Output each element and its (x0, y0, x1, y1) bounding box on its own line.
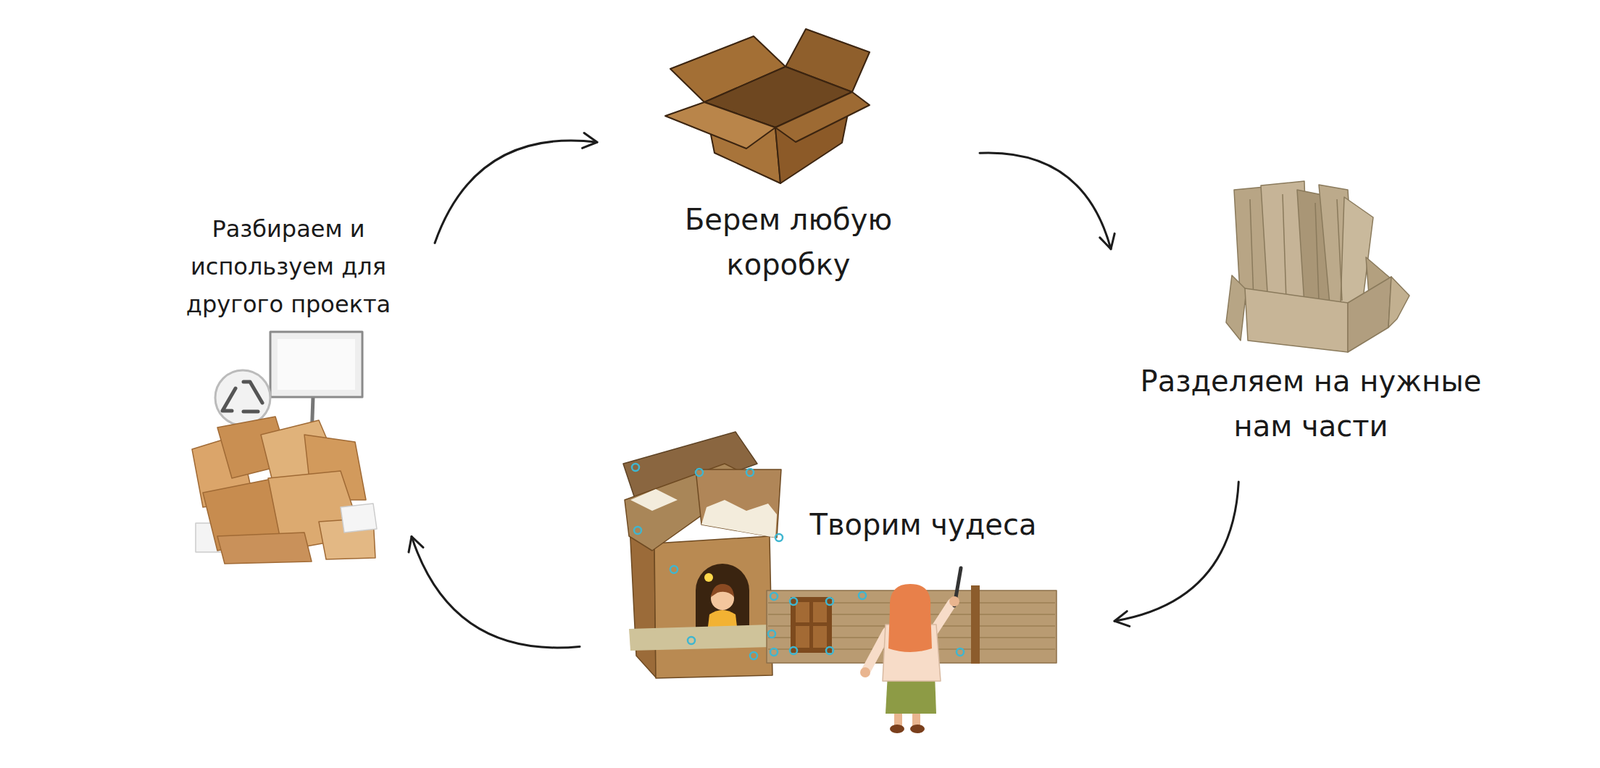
arrow-head (408, 536, 424, 553)
stage-label: Творим чудеса (771, 505, 1076, 544)
cycle-arrow (1114, 481, 1239, 627)
stage-node: Разделяем на нужные нам части (1119, 181, 1504, 453)
arrow-curve (1114, 481, 1239, 622)
arrow-head (1100, 233, 1115, 249)
cycle-arrow (408, 536, 580, 648)
stage-label: Берем любую коробку (665, 197, 912, 287)
arrow-curve (434, 140, 598, 243)
arrow-curve (411, 536, 580, 648)
stage-label: Разделяем на нужные нам части (1122, 358, 1500, 449)
arrow-curve (979, 152, 1111, 250)
cycle-arrow (979, 152, 1115, 250)
stage-label: Разбираем и используем для другого проек… (179, 210, 398, 324)
cycle-arrow (434, 132, 598, 243)
stage-node: Разбираем и используем для другого проек… (173, 207, 406, 566)
cut-pieces-illustration (1226, 181, 1410, 353)
arrow-head (582, 132, 598, 148)
stage-node: Берем любую коробку (608, 25, 972, 298)
cardboard-house-illustration (623, 431, 1057, 734)
recycle-pile-illustration (192, 331, 377, 564)
arrow-head (1114, 611, 1130, 627)
open-box-illustration (665, 28, 870, 184)
stage-node: Творим чудеса (615, 420, 1079, 740)
